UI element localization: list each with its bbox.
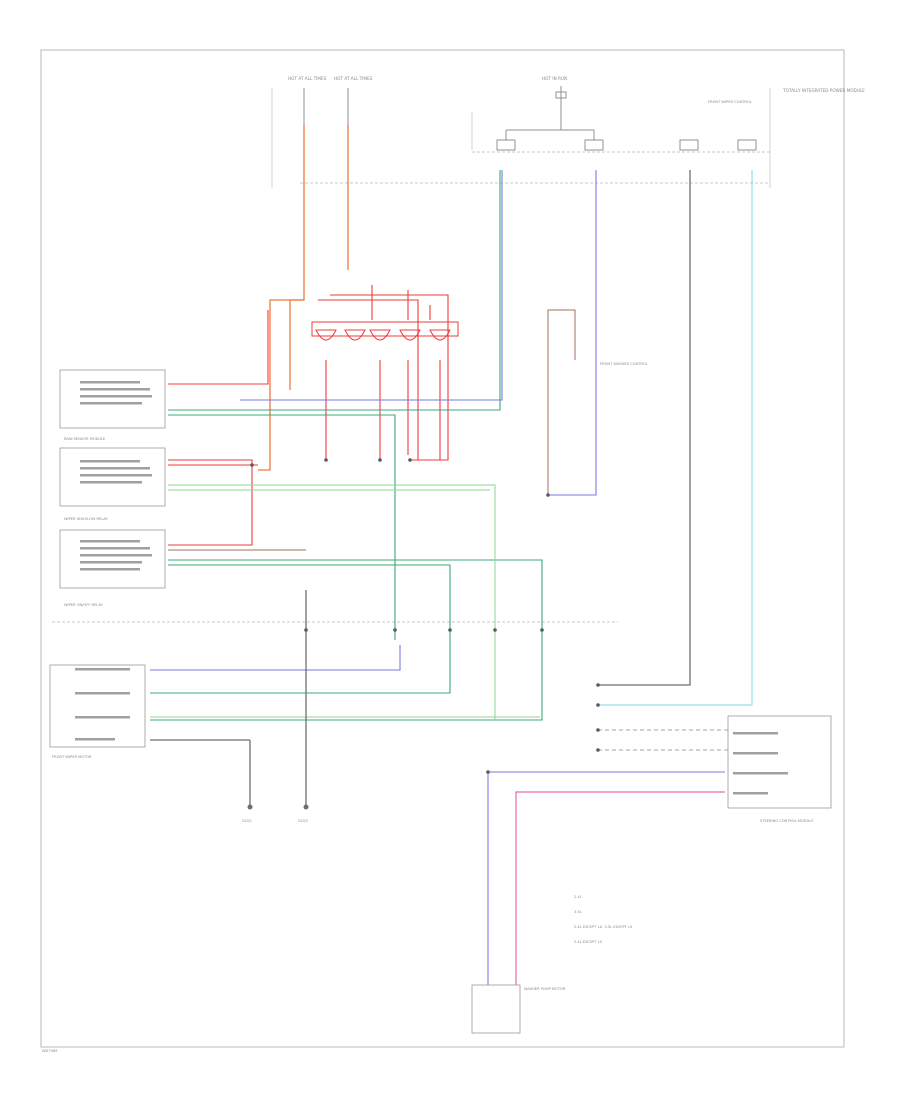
- relay-panel-3-label: WIPER ON/OFF RELAY: [64, 603, 104, 607]
- cyan-wires: [598, 170, 753, 706]
- ground-2-label: G103: [298, 819, 308, 823]
- wiper-relay-box: [59, 529, 166, 589]
- fuse-top-label-3: HOT IN RUN: [542, 76, 567, 81]
- motor-panel-label: FRONT WIPER MOTOR: [52, 755, 92, 759]
- legend-4: 2.4L EXCEPT LX: [574, 940, 603, 944]
- ground-wires: [150, 170, 691, 805]
- light-green-wires: [150, 484, 540, 720]
- pink-wires: [515, 791, 725, 985]
- right-module-pins: [733, 732, 788, 795]
- front-wiper-motor-box: [49, 664, 146, 748]
- fuse-top-label-1: HOT AT ALL TIMES: [288, 76, 327, 81]
- red-wires: [168, 285, 449, 546]
- module-right-label: STEERING CONTROL MODULE: [760, 819, 814, 823]
- green-wires: [150, 170, 543, 721]
- ground-1-label: G102: [242, 819, 252, 823]
- legend-2: 3.5L: [574, 910, 582, 914]
- fuse-top-label-2: HOT AT ALL TIMES: [334, 76, 373, 81]
- washer-pump-box: [471, 984, 521, 1034]
- tipm-note: TOTALLY INTEGRATED POWER MODULE: [782, 88, 865, 93]
- brown-wires: [168, 309, 576, 551]
- fuse-symbols: [303, 86, 757, 151]
- legend-1: 2.4L: [574, 895, 582, 899]
- blue-wires: [150, 170, 725, 985]
- relay-panel-2-label: WIPER HIGH/LOW RELAY: [64, 517, 109, 521]
- steering-control-module-box: [727, 715, 832, 809]
- pin-rows: [75, 381, 152, 741]
- ground-symbols: [247, 804, 309, 810]
- relay-symbols: [311, 321, 459, 341]
- front-wiper-control-box: [59, 369, 166, 429]
- left-modules: [49, 369, 166, 748]
- front-panel-a-label: FRONT WIPER CONTROL: [708, 100, 752, 104]
- right-connector-wires: [598, 729, 728, 751]
- battery-feed-wires: [258, 125, 349, 471]
- diagram-frame: [40, 49, 845, 1048]
- front-panel-b-label: FRONT WASHER CONTROL: [600, 362, 648, 366]
- footer-code: WD7089: [42, 1049, 58, 1053]
- washer-pump-label: WASHER PUMP MOTOR: [524, 987, 566, 991]
- legend-3: 2.4L EXCEPT LX, 3.5L EXCEPT LX: [574, 925, 633, 929]
- rain-sensor-box: [59, 447, 166, 507]
- relay-panel-1-label: RAIN SENSOR MODULE: [64, 437, 106, 441]
- splice-dots: [250, 458, 600, 774]
